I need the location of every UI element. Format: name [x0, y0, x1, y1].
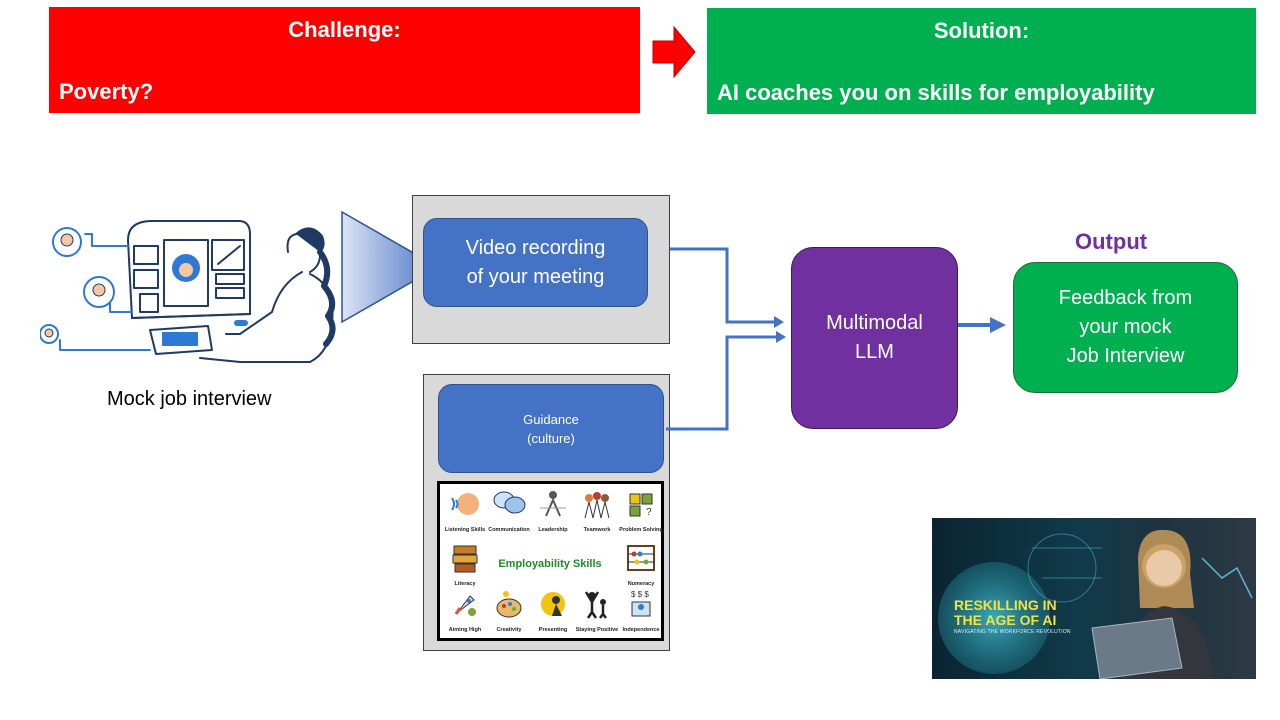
numeracy-item: Numeracy — [606, 542, 676, 587]
svg-text:$ $ $: $ $ $ — [631, 590, 649, 599]
promo-headline-1: RESKILLING IN — [954, 597, 1057, 613]
promo-headline-2: THE AGE OF AI — [954, 612, 1057, 628]
independence-item: $ $ $ Independence — [622, 590, 660, 633]
guidance-box: Guidance (culture) — [438, 384, 664, 473]
abacus-icon — [627, 545, 655, 571]
challenge-text: Poverty? — [59, 79, 154, 104]
presentation-icon — [541, 592, 565, 616]
presenting-item: Presenting — [518, 588, 588, 633]
leadership-item: Leadership — [518, 488, 588, 533]
people-cheering-icon — [584, 591, 607, 619]
reskilling-promo-image: RESKILLING IN THE AGE OF AI NAVIGATING T… — [932, 518, 1256, 679]
books-icon — [452, 545, 478, 573]
palette-icon — [496, 591, 522, 618]
puzzle-icon: ? — [629, 493, 653, 518]
promo-illustration — [938, 529, 1253, 679]
video-call-illustration — [40, 220, 336, 363]
svg-text:?: ? — [646, 507, 652, 518]
solution-heading: Solution: — [933, 18, 1030, 43]
problem-solving-item: ? Problem Solving — [606, 488, 676, 533]
right-arrow-icon — [652, 26, 696, 78]
aiming-high-item: Aiming High — [430, 588, 500, 633]
creativity-item: Creativity — [474, 588, 544, 633]
communication-item: Communication — [474, 488, 544, 533]
video-recording-box: Video recording of your meeting — [423, 218, 648, 307]
listening-skills-item: Listening Skills — [430, 488, 500, 533]
feedback-output-box: Feedback from your mock Job Interview — [1013, 262, 1238, 393]
employability-skills-card: Listening Skills Communication Leadershi… — [437, 481, 664, 641]
challenge-banner: Challenge: Poverty? — [49, 7, 640, 113]
literacy-item: Literacy — [430, 542, 500, 587]
solution-text: AI coaches you on skills for employabili… — [717, 80, 1155, 105]
staying-positive-item: Staying Positive — [562, 588, 632, 633]
teamwork-item: Teamwork — [562, 488, 632, 533]
output-title: Output — [1075, 229, 1148, 254]
connector-arrows — [666, 247, 786, 431]
leader-icon — [540, 491, 566, 517]
ear-icon — [451, 493, 479, 515]
team-icon — [584, 492, 610, 519]
money-person-icon: $ $ $ — [631, 590, 651, 617]
speech-bubbles-icon — [493, 491, 526, 514]
rocket-icon — [454, 595, 476, 616]
skills-card-title: Employability Skills — [498, 558, 602, 570]
mock-interview-label: Mock job interview — [107, 388, 272, 410]
solution-banner: Solution: AI coaches you on skills for e… — [707, 8, 1256, 114]
challenge-heading: Challenge: — [288, 17, 401, 42]
triangle-connector — [341, 210, 440, 324]
multimodal-llm-box: Multimodal LLM — [791, 247, 958, 429]
output-arrow — [958, 317, 1006, 333]
promo-tagline: NAVIGATING THE WORKFORCE REVOLUTION — [954, 629, 1071, 635]
